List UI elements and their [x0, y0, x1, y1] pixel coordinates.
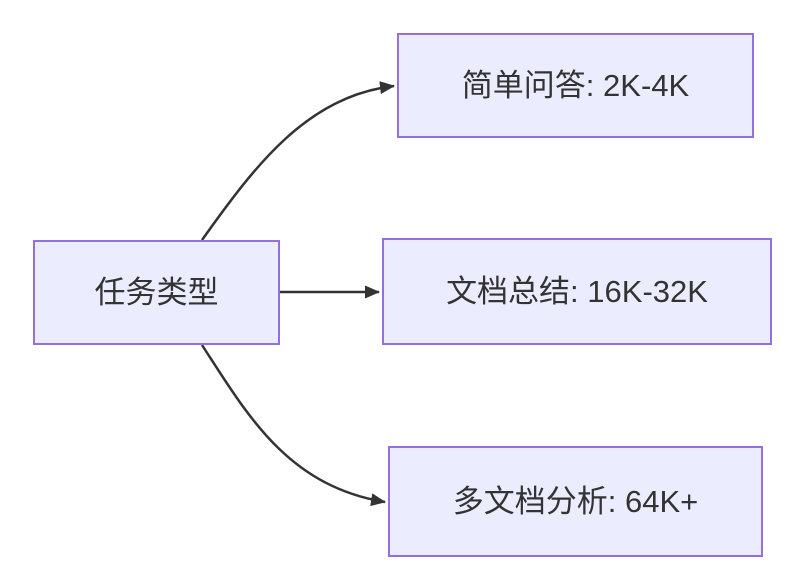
node-task-type: 任务类型	[33, 240, 280, 345]
node-simple-qa-label: 简单问答: 2K-4K	[461, 67, 690, 103]
edge-task-type-to-simple-qa	[200, 81, 395, 241]
node-doc-summary: 文档总结: 16K-32K	[382, 238, 772, 345]
node-multi-doc-analysis: 多文档分析: 64K+	[388, 446, 763, 557]
node-simple-qa: 简单问答: 2K-4K	[397, 33, 754, 138]
node-task-type-label: 任务类型	[94, 274, 219, 310]
node-multi-doc-analysis-label: 多文档分析: 64K+	[452, 483, 699, 519]
edge-task-type-to-multi-doc-analysis	[200, 344, 386, 507]
node-doc-summary-label: 文档总结: 16K-32K	[446, 273, 708, 309]
